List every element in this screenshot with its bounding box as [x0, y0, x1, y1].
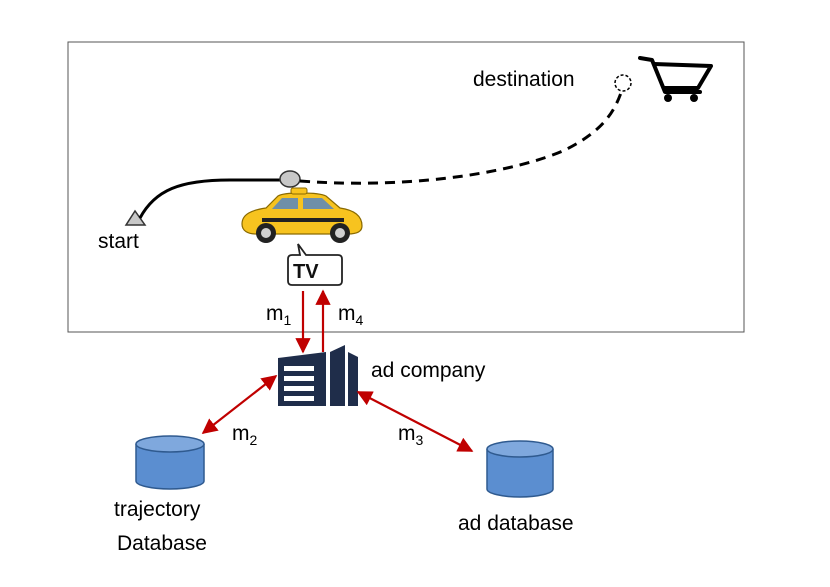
taxi-icon: [241, 187, 363, 243]
trajectory-database-label-line1: trajectory: [114, 498, 201, 521]
map-frame: [67, 41, 745, 333]
office-building-icon: [278, 345, 358, 406]
start-label: start: [98, 230, 139, 253]
trajectory-database-icon: [135, 435, 205, 490]
current-location-marker: [279, 170, 301, 188]
trajectory-database-label-line2: Database: [117, 532, 207, 555]
m2-label: m2: [232, 422, 258, 448]
planned-path: [299, 89, 624, 185]
destination-marker: [614, 74, 632, 92]
m2-arrow: [201, 375, 278, 434]
traveled-path: [138, 178, 280, 219]
ad-database-label: ad database: [458, 512, 574, 535]
tv-screen-icon: TV: [287, 243, 343, 286]
destination-label: destination: [473, 68, 575, 91]
shopping-cart-icon: [638, 56, 713, 102]
m3-arrow: [356, 391, 474, 452]
ad-database-icon: [486, 440, 554, 498]
ad-company-label: ad company: [371, 359, 486, 382]
m1-label: m1: [266, 302, 292, 328]
tv-label: TV: [293, 261, 319, 283]
m3-label: m3: [398, 422, 424, 448]
m4-label: m4: [338, 302, 364, 328]
